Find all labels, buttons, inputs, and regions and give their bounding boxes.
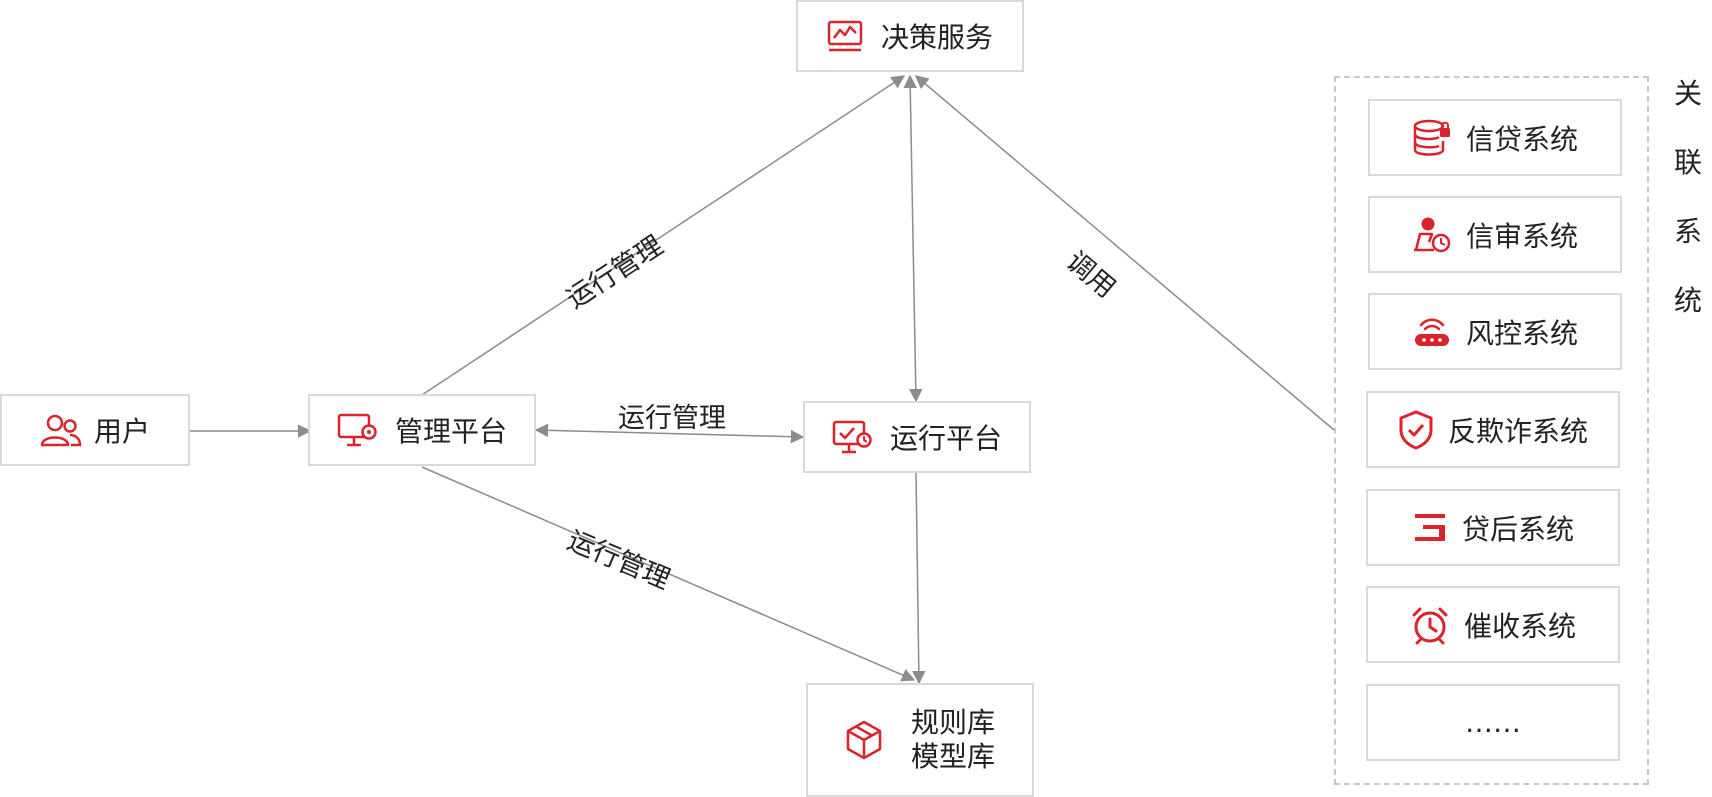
shield-check-icon [1399, 410, 1433, 449]
router-signal-icon [1414, 318, 1449, 346]
edge-mgmt-to-decision [421, 75, 906, 396]
edge-runtime-to-repo [912, 471, 926, 685]
node-runtime-label: 运行平台 [889, 422, 1002, 455]
system-credit[interactable]: 信贷系统 [1368, 99, 1622, 176]
node-management-platform[interactable]: 管理平台 [308, 394, 536, 466]
node-user-label: 用户 [93, 415, 150, 448]
related-systems-title-char: 关 [1673, 77, 1702, 110]
edge-label-mgmt-runtime: 运行管理 [618, 403, 726, 434]
users-icon [40, 414, 82, 447]
node-repo-line1: 规则库 [910, 706, 995, 739]
edge-mgmt-to-repo [421, 466, 916, 682]
node-decision-label: 决策服务 [880, 21, 993, 54]
alarm-clock-icon [1412, 607, 1448, 644]
edge-mgmt-runtime [534, 423, 805, 444]
monitor-check-clock-icon [832, 420, 872, 454]
node-rule-model-repo[interactable]: 规则库 模型库 [806, 683, 1034, 797]
edge-systems-to-decision [914, 75, 1335, 431]
database-lock-icon [1413, 119, 1450, 156]
node-runtime-platform[interactable]: 运行平台 [803, 401, 1031, 473]
system-risk-control[interactable]: 风控系统 [1368, 293, 1622, 370]
system-credit-review[interactable]: 信审系统 [1368, 196, 1622, 273]
system-credit-label: 信贷系统 [1465, 122, 1578, 156]
system-post-loan-label: 贷后系统 [1461, 512, 1574, 546]
node-user[interactable]: 用户 [0, 394, 190, 466]
stacked-bars-icon [1414, 513, 1445, 541]
related-systems-title: 关 联 系 统 [1670, 68, 1706, 344]
related-systems-title-char: 系 [1673, 215, 1702, 248]
edge-decision-runtime [903, 74, 923, 403]
system-more[interactable]: …… [1366, 684, 1620, 761]
node-repo-line2: 模型库 [910, 740, 995, 773]
person-clock-icon [1413, 217, 1451, 252]
related-systems-group [1334, 76, 1649, 785]
system-post-loan[interactable]: 贷后系统 [1366, 489, 1620, 566]
related-systems-title-char: 联 [1673, 146, 1702, 179]
node-management-label: 管理平台 [394, 415, 507, 448]
system-collection[interactable]: 催收系统 [1366, 586, 1620, 663]
cube-icon [846, 720, 882, 760]
node-decision-service[interactable]: 决策服务 [796, 0, 1024, 72]
system-collection-label: 催收系统 [1463, 609, 1576, 643]
system-credit-review-label: 信审系统 [1465, 219, 1578, 253]
monitor-gear-icon [337, 413, 377, 447]
system-anti-fraud[interactable]: 反欺诈系统 [1366, 391, 1620, 468]
related-systems-title-char: 统 [1673, 284, 1702, 317]
node-repo-label: 规则库 模型库 [911, 706, 995, 774]
system-risk-control-label: 风控系统 [1465, 316, 1578, 350]
system-more-label: …… [1465, 706, 1521, 739]
system-anti-fraud-label: 反欺诈系统 [1447, 414, 1588, 448]
line-chart-monitor-icon [827, 20, 863, 52]
